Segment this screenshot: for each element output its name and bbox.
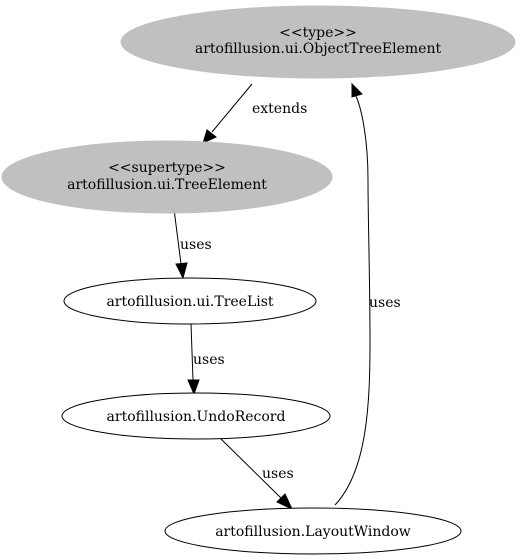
edge-uses-layout-window: uses <box>219 437 294 511</box>
edge-extends: extends <box>202 83 307 144</box>
node-object-tree-element-shape <box>120 5 516 79</box>
edge-uses-object-tree-element-line <box>334 95 371 506</box>
edge-extends-line <box>211 83 253 133</box>
edge-uses-layout-window-line <box>219 437 282 499</box>
edge-uses-object-tree-element-arrowhead <box>351 82 363 98</box>
edge-extends-label: extends <box>252 101 307 117</box>
node-layout-window-shape <box>164 507 462 555</box>
node-tree-element-shape <box>1 140 333 214</box>
edge-uses-object-tree-element: uses <box>334 82 401 506</box>
node-tree-list-name: artofillusion.ui.TreeList <box>106 294 273 310</box>
node-layout-window: artofillusion.LayoutWindow <box>164 507 462 555</box>
node-tree-element: <<supertype>> artofillusion.ui.TreeEleme… <box>1 140 333 214</box>
edge-extends-arrowhead <box>202 129 217 144</box>
node-object-tree-element: <<type>> artofillusion.ui.ObjectTreeElem… <box>120 5 516 79</box>
edge-uses-layout-window-arrowhead <box>276 493 294 511</box>
edge-uses-tree-list-arrowhead <box>175 262 188 280</box>
edge-uses-tree-list-line <box>173 208 182 265</box>
edge-uses-layout-window-label: uses <box>262 466 294 482</box>
node-undo-record-name: artofillusion.UndoRecord <box>107 409 286 425</box>
node-undo-record-shape <box>61 392 331 440</box>
node-tree-list-shape <box>63 277 317 325</box>
node-tree-element-name: artofillusion.ui.TreeElement <box>67 177 267 193</box>
edge-uses-tree-list: uses <box>173 208 212 280</box>
node-layout-window-name: artofillusion.LayoutWindow <box>215 524 411 540</box>
edge-uses-undo-record: uses <box>187 323 225 396</box>
node-object-tree-element-stereotype: <<type>> <box>279 25 357 41</box>
edge-uses-undo-record-label: uses <box>193 352 225 368</box>
edge-uses-undo-record-arrowhead <box>187 379 200 396</box>
node-object-tree-element-name: artofillusion.ui.ObjectTreeElement <box>195 41 442 57</box>
edge-uses-tree-list-label: uses <box>180 237 212 253</box>
node-tree-element-stereotype: <<supertype>> <box>108 160 226 176</box>
node-tree-list: artofillusion.ui.TreeList <box>63 277 317 325</box>
edge-uses-undo-record-line <box>190 323 194 381</box>
edge-uses-object-tree-element-label: uses <box>369 295 401 311</box>
node-undo-record: artofillusion.UndoRecord <box>61 392 331 440</box>
